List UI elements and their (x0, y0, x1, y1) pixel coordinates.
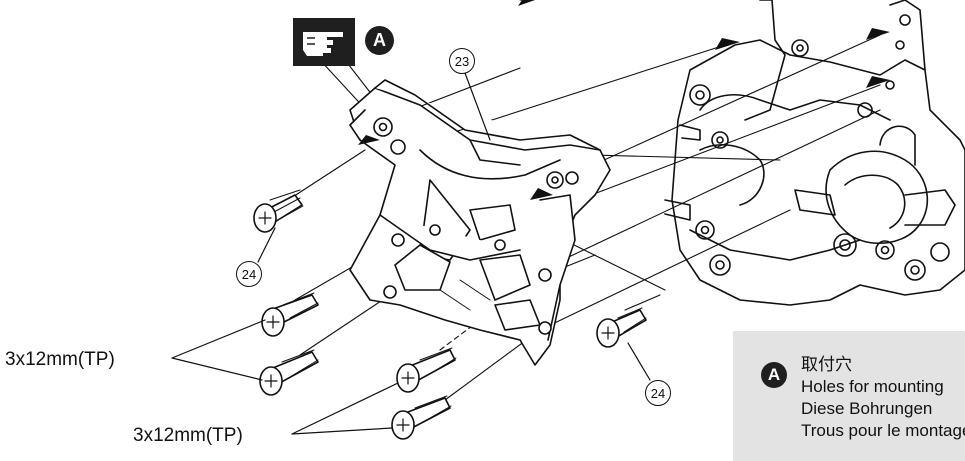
part-number-24-left: 24 (236, 261, 262, 287)
screw-upper-2 (259, 349, 319, 396)
screws (253, 189, 647, 440)
note-line-ja: 取付穴 (801, 355, 852, 374)
note-line-en: Holes for mounting (801, 377, 944, 396)
mounting-holes-note: A 取付穴 Holes for mounting Diese Bohrungen… (733, 331, 965, 461)
screw-size-label-lower: 3x12mm(TP) (133, 425, 243, 446)
part-number-23: 23 (449, 48, 475, 74)
note-text: 取付穴 Holes for mounting Diese Bohrungen T… (801, 354, 965, 442)
marker-a-badge: A (365, 26, 394, 55)
screw-upper-1 (261, 292, 319, 337)
screw-lower-2 (391, 395, 452, 440)
note-line-fr: Trous pour le montage (801, 421, 965, 440)
screw-24-right (596, 307, 647, 348)
body-mount-frame (349, 79, 611, 366)
callout-leaders (171, 72, 651, 435)
screw-24-left (253, 189, 304, 233)
note-marker-badge: A (761, 362, 787, 388)
screw-lower-1 (396, 347, 457, 393)
arrows (358, 0, 890, 200)
part-number-24-right: 24 (645, 380, 671, 406)
screw-size-label-upper: 3x12mm(TP) (5, 349, 115, 370)
assembly-diagram: A 23 24 24 3x12mm(TP) 3x12mm(TP) A 取付穴 H… (5, 0, 965, 461)
pointer-badge (293, 18, 355, 66)
gearbox-housing (664, 0, 965, 306)
note-line-de: Diese Bohrungen (801, 399, 933, 418)
diagram-drawing (171, 0, 965, 440)
hand-pointer-icon (303, 32, 343, 56)
